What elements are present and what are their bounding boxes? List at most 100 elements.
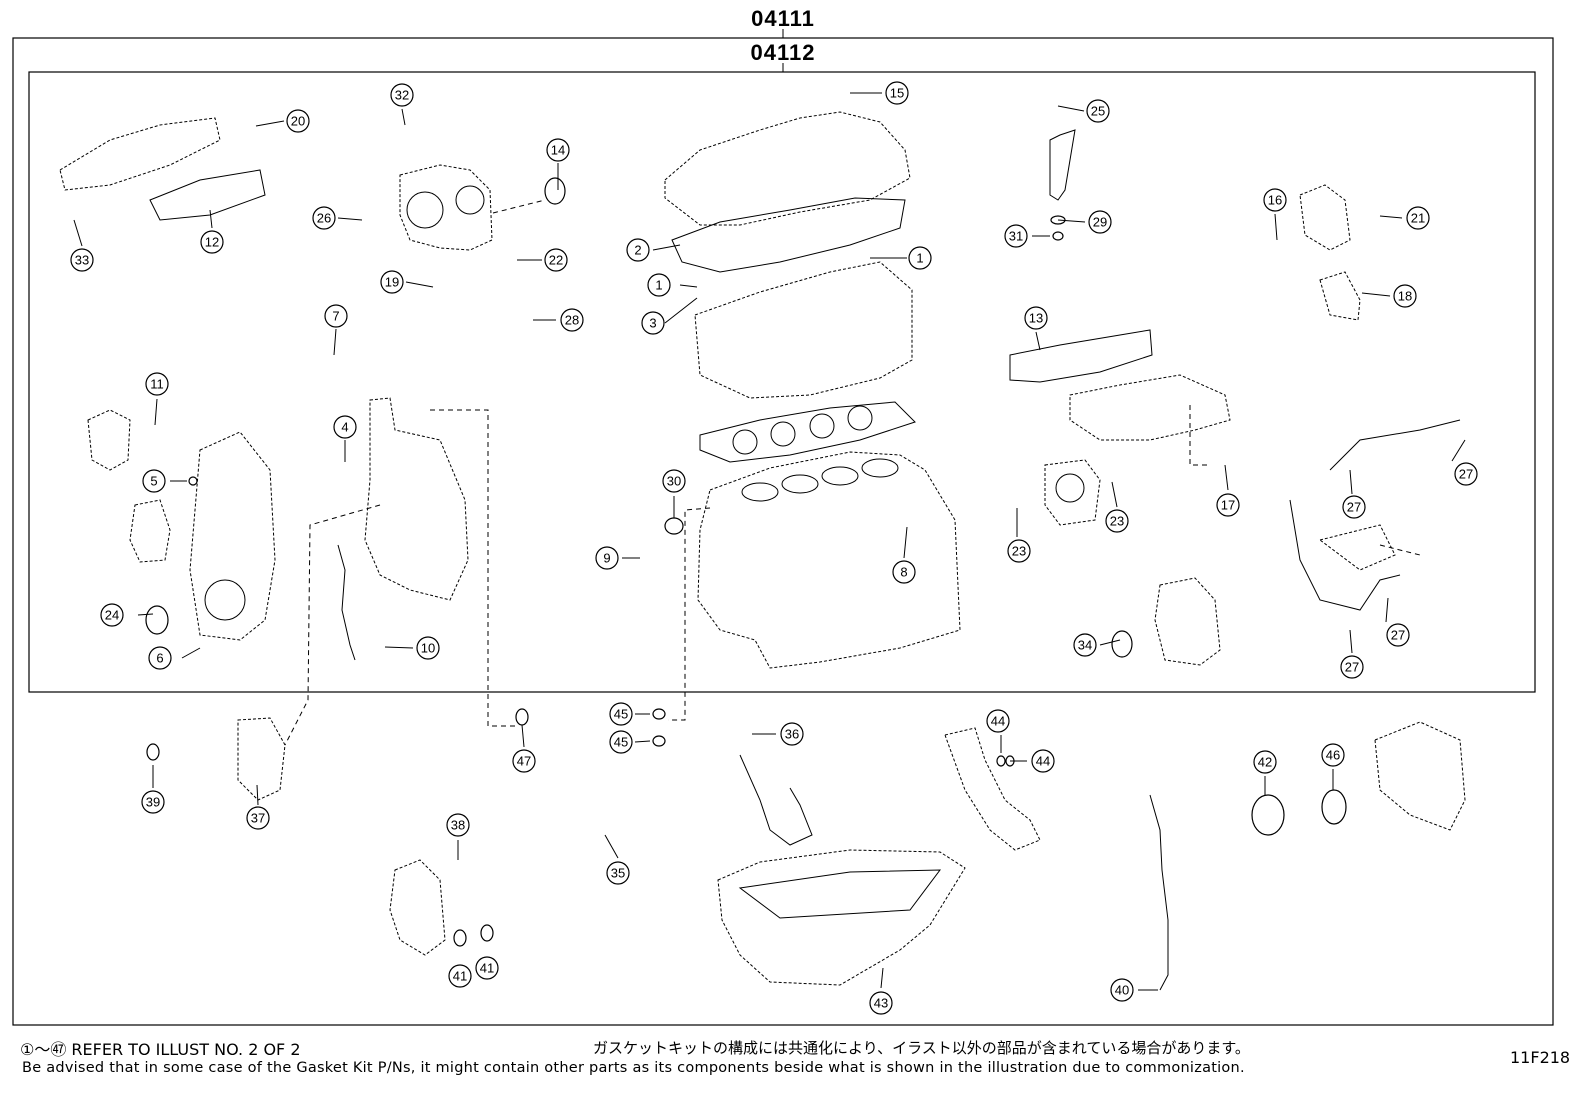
callout-circle xyxy=(609,702,633,726)
callout-22: 22 xyxy=(544,248,568,272)
callout-circle xyxy=(1406,206,1430,230)
callout-circle xyxy=(142,469,166,493)
callout-circle xyxy=(626,238,650,262)
callout-number: 41 xyxy=(480,961,494,976)
callout-circle xyxy=(145,372,169,396)
callout-number: 42 xyxy=(1258,755,1272,770)
callout-circle xyxy=(1105,509,1129,533)
callout-circle xyxy=(1340,655,1364,679)
callout-circle xyxy=(1031,749,1055,773)
callout-10: 10 xyxy=(416,636,440,660)
callout-leader-lines xyxy=(73,92,1466,991)
callout-circle xyxy=(1088,210,1112,234)
callout-29: 29 xyxy=(1088,210,1112,234)
callout-circle xyxy=(200,230,224,254)
callout-circle xyxy=(70,248,94,272)
callout-44: 44 xyxy=(1031,749,1055,773)
callout-34: 34 xyxy=(1073,633,1097,657)
callout-number: 1 xyxy=(916,251,923,266)
callout-circle xyxy=(286,109,310,133)
part-outlines xyxy=(59,111,1466,991)
callout-27: 27 xyxy=(1340,655,1364,679)
callout-45: 45 xyxy=(609,702,633,726)
callout-number: 8 xyxy=(900,565,907,580)
callout-number: 4 xyxy=(341,420,348,435)
callout-3: 3 xyxy=(641,311,665,335)
callout-circle xyxy=(1454,462,1478,486)
callout-number: 33 xyxy=(75,253,89,268)
callout-number: 17 xyxy=(1221,498,1235,513)
callout-number: 31 xyxy=(1009,229,1023,244)
callout-markers: 1123456789101112131415161718192021222323… xyxy=(70,81,1478,1015)
callout-27: 27 xyxy=(1454,462,1478,486)
callout-7: 7 xyxy=(324,304,348,328)
callout-circle xyxy=(560,308,584,332)
callout-circle xyxy=(148,646,172,670)
callout-number: 36 xyxy=(785,727,799,742)
assembly-code-outer: 04111 xyxy=(751,6,815,31)
callout-21: 21 xyxy=(1406,206,1430,230)
callout-circle xyxy=(380,270,404,294)
callout-15: 15 xyxy=(885,81,909,105)
callout-8: 8 xyxy=(892,560,916,584)
callout-circle xyxy=(1110,978,1134,1002)
callout-circle xyxy=(512,749,536,773)
callout-33: 33 xyxy=(70,248,94,272)
callout-42: 42 xyxy=(1253,750,1277,774)
callout-number: 44 xyxy=(1036,754,1050,769)
callout-20: 20 xyxy=(286,109,310,133)
callout-number: 44 xyxy=(991,714,1005,729)
callout-circle xyxy=(546,138,570,162)
callout-circle xyxy=(448,964,472,988)
callout-number: 29 xyxy=(1093,215,1107,230)
callout-number: 35 xyxy=(611,866,625,881)
callout-number: 27 xyxy=(1459,467,1473,482)
callout-circle xyxy=(986,709,1010,733)
callout-24: 24 xyxy=(100,603,124,627)
callout-circle xyxy=(1086,99,1110,123)
callout-number: 12 xyxy=(205,235,219,250)
callout-19: 19 xyxy=(380,270,404,294)
callout-circle xyxy=(446,813,470,837)
callout-23: 23 xyxy=(1007,539,1031,563)
callout-41: 41 xyxy=(475,956,499,980)
callout-number: 14 xyxy=(551,143,565,158)
callout-number: 13 xyxy=(1029,311,1043,326)
callout-12: 12 xyxy=(200,230,224,254)
callout-number: 19 xyxy=(385,275,399,290)
callout-number: 30 xyxy=(667,474,681,489)
callout-9: 9 xyxy=(595,546,619,570)
callout-number: 15 xyxy=(890,86,904,101)
callout-number: 45 xyxy=(614,735,628,750)
callout-13: 13 xyxy=(1024,306,1048,330)
callout-circle xyxy=(1216,493,1240,517)
callout-circle xyxy=(869,991,893,1015)
callout-circle xyxy=(544,248,568,272)
callout-circle xyxy=(312,206,336,230)
callout-number: 9 xyxy=(603,551,610,566)
reference-dashed-lines xyxy=(284,199,1421,746)
callout-number: 23 xyxy=(1110,514,1124,529)
callout-number: 32 xyxy=(395,88,409,103)
callout-circle xyxy=(647,273,671,297)
callout-45: 45 xyxy=(609,730,633,754)
callout-47: 47 xyxy=(512,749,536,773)
outer-kit-frame xyxy=(12,37,1554,1026)
callout-number: 40 xyxy=(1115,983,1129,998)
callout-circle xyxy=(780,722,804,746)
callout-40: 40 xyxy=(1110,978,1134,1002)
callout-circle xyxy=(885,81,909,105)
callout-25: 25 xyxy=(1086,99,1110,123)
callout-31: 31 xyxy=(1004,224,1028,248)
callout-circle xyxy=(1024,306,1048,330)
callout-11: 11 xyxy=(145,372,169,396)
callout-43: 43 xyxy=(869,991,893,1015)
refer-note: ①～㊼ REFER TO ILLUST NO. 2 OF 2 xyxy=(20,1040,301,1059)
callout-23: 23 xyxy=(1105,509,1129,533)
callout-number: 28 xyxy=(565,313,579,328)
callout-18: 18 xyxy=(1393,284,1417,308)
callout-number: 23 xyxy=(1012,544,1026,559)
callout-5: 5 xyxy=(142,469,166,493)
callout-number: 3 xyxy=(649,316,656,331)
callout-38: 38 xyxy=(446,813,470,837)
